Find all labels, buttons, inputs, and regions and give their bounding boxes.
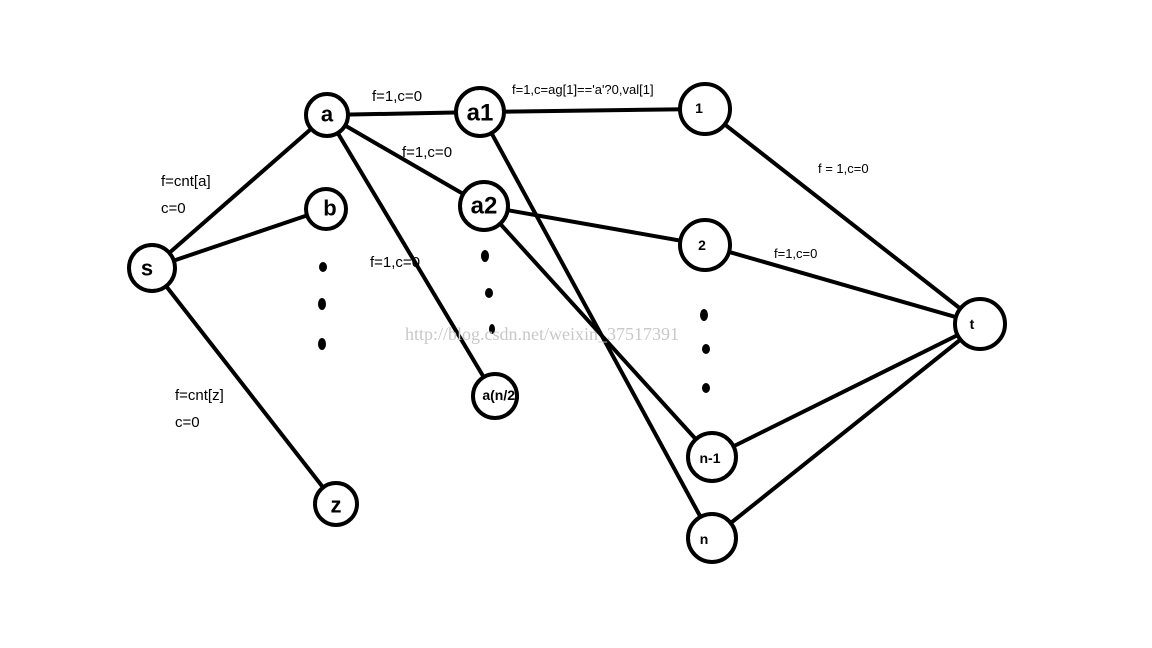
node-label: a [321, 102, 334, 127]
ellipsis-dot-n-1 [700, 309, 708, 321]
node-label: 1 [695, 100, 703, 116]
edge-n-minus-1-t [710, 322, 982, 459]
edge-label-s-z-f: f=cnt[z] [175, 387, 224, 404]
node-a2: a2 [458, 180, 510, 232]
node-label: z [331, 493, 342, 518]
node-label: b [323, 196, 336, 221]
node-label: n [700, 531, 709, 547]
edge-s-a [150, 113, 329, 270]
node-t: t [953, 297, 1007, 351]
edge-a-ahalf [325, 113, 497, 398]
ellipsis-dot-b-1 [319, 262, 327, 272]
node-label: a(n/2) [482, 387, 519, 403]
edge-n-t [710, 322, 982, 540]
edge-a-a2 [325, 113, 486, 208]
node-a1: a1 [454, 86, 506, 138]
node-label: s [141, 256, 153, 281]
edge-s-z [150, 266, 338, 506]
node-1: 1 [678, 82, 732, 136]
node-label: a2 [471, 193, 498, 220]
edge-labels: f=cnt[a] c=0 f=cnt[z] c=0 f=1,c=0 f=1,c=… [161, 82, 869, 431]
node-label: t [970, 316, 975, 332]
edge-a1-1 [478, 107, 707, 114]
edge-a2-2 [482, 204, 707, 247]
node-n-minus-1: n-1 [686, 431, 738, 483]
ellipsis-dots [318, 250, 710, 393]
ellipsis-dot-a-3 [489, 324, 495, 334]
node-a-half: a(n/2) [471, 372, 520, 420]
edge-label-a-ahalf: f=1,c=0 [370, 254, 420, 271]
edge-a1-n [478, 110, 714, 540]
edge-2-t [703, 243, 982, 326]
edge-label-a-a1: f=1,c=0 [372, 88, 422, 105]
node-label: 2 [698, 237, 706, 253]
node-label: n-1 [700, 450, 721, 466]
edge-label-s-a-c: c=0 [161, 200, 186, 217]
watermark-text: http://blog.csdn.net/weixin_37517391 [405, 324, 679, 344]
edge-label-s-a-f: f=cnt[a] [161, 173, 211, 190]
edge-label-s-z-c: c=0 [175, 414, 200, 431]
node-z: z [313, 481, 359, 527]
ellipsis-dot-a-2 [485, 288, 493, 298]
edge-label-a-a2: f=1,c=0 [402, 144, 452, 161]
ellipsis-dot-a-1 [481, 250, 489, 262]
ellipsis-dot-n-2 [702, 344, 710, 354]
node-label: a1 [467, 100, 494, 127]
node-2: 2 [678, 218, 732, 272]
node-a: a [304, 92, 350, 138]
ellipsis-dot-b-2 [318, 298, 326, 310]
edge-label-1-t: f = 1,c=0 [818, 161, 869, 176]
edge-a2-n-minus-1 [482, 204, 714, 459]
node-n: n [686, 512, 738, 564]
edge-label-2-t: f=1,c=0 [774, 246, 817, 261]
edge-label-a1-1: f=1,c=ag[1]=='a'?0,val[1] [512, 82, 654, 97]
node-s: s [127, 243, 177, 293]
ellipsis-dot-b-3 [318, 338, 326, 350]
ellipsis-dot-n-3 [702, 383, 710, 393]
edge-1-t [703, 107, 982, 326]
edges [150, 107, 982, 540]
node-b: b [304, 187, 348, 231]
edge-s-b [150, 207, 328, 270]
